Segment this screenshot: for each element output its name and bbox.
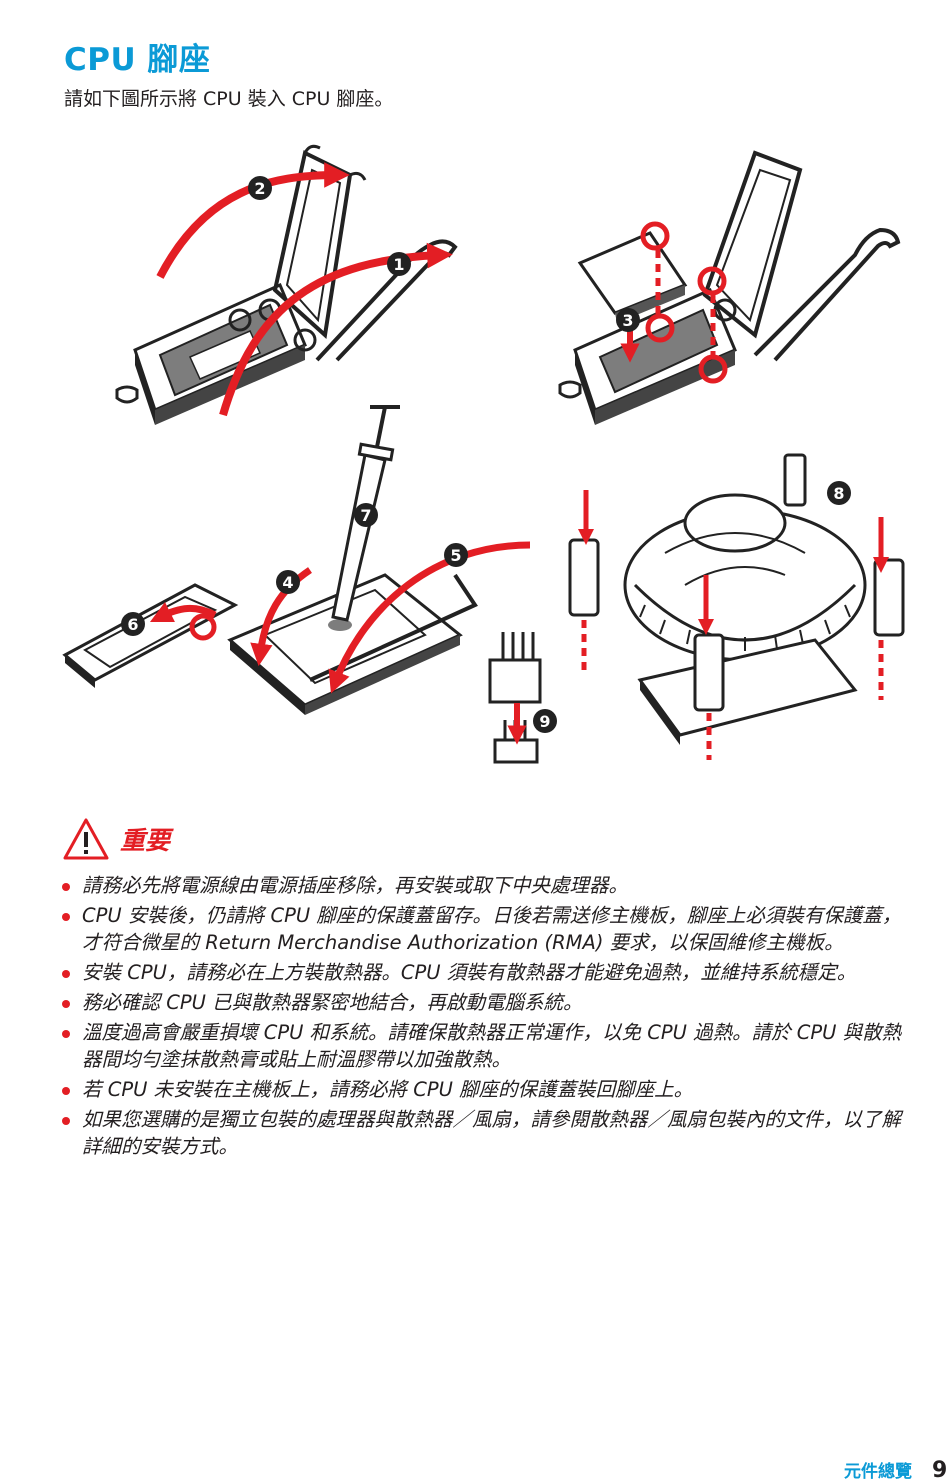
arrow-step-6 bbox=[149, 601, 217, 623]
page-title: CPU 腳座 bbox=[64, 42, 211, 78]
list-item: 安裝 CPU，請務必在上方裝散熱器。CPU 須裝有散熱器才能避免過熱，並維持系統… bbox=[62, 959, 912, 986]
socket-close-illustration bbox=[62, 405, 478, 715]
bullet-icon bbox=[62, 913, 70, 921]
important-heading: 重要 bbox=[62, 816, 170, 862]
svg-text:9: 9 bbox=[539, 712, 550, 731]
list-item: CPU 安裝後，仍請將 CPU 腳座的保護蓋留存。日後若需送修主機板，腳座上必須… bbox=[62, 902, 912, 956]
svg-text:4: 4 bbox=[282, 573, 293, 592]
step-badge-9: 9 bbox=[533, 709, 557, 733]
list-item: 溫度過高會嚴重損壞 CPU 和系統。請確保散熱器正常運作，以免 CPU 過熱。請… bbox=[62, 1019, 912, 1073]
cpu-installation-diagram: 1 2 3 4 5 6 7 8 9 bbox=[62, 144, 905, 764]
socket-open-illustration bbox=[115, 144, 458, 425]
important-label: 重要 bbox=[120, 826, 171, 855]
bullet-icon bbox=[62, 970, 70, 978]
list-item: 如果您選購的是獨立包裝的處理器與散熱器／風扇，請參閱散熱器／風扇包裝內的文件，以… bbox=[62, 1106, 912, 1160]
svg-text:5: 5 bbox=[450, 546, 461, 565]
step-badge-3: 3 bbox=[616, 308, 640, 332]
page-footer: 元件總覽 9 bbox=[844, 1457, 950, 1483]
footer-section-title: 元件總覽 bbox=[844, 1462, 912, 1482]
list-item: 若 CPU 未安裝在主機板上，請務必將 CPU 腳座的保護蓋裝回腳座上。 bbox=[62, 1076, 912, 1103]
step-badge-6: 6 bbox=[121, 612, 145, 636]
bullet-icon bbox=[62, 1117, 70, 1125]
bullet-icon bbox=[62, 1087, 70, 1095]
bullet-icon bbox=[62, 1030, 70, 1038]
svg-text:2: 2 bbox=[254, 179, 265, 198]
page-number: 9 bbox=[932, 1458, 948, 1483]
arrow-step-5 bbox=[328, 541, 531, 694]
warning-triangle-icon bbox=[63, 818, 109, 860]
cooler-illustration bbox=[568, 453, 905, 745]
svg-text:8: 8 bbox=[833, 484, 844, 503]
step-badge-4: 4 bbox=[276, 570, 300, 594]
alignment-markers bbox=[640, 221, 728, 384]
step-badge-5: 5 bbox=[444, 543, 468, 567]
svg-text:3: 3 bbox=[622, 311, 633, 330]
arrow-step-4 bbox=[250, 567, 312, 667]
bullet-icon bbox=[62, 883, 70, 891]
fan-connector-illustration bbox=[488, 632, 542, 764]
list-item: 請務必先將電源線由電源插座移除，再安裝或取下中央處理器。 bbox=[62, 872, 912, 899]
step-badge-1: 1 bbox=[387, 252, 411, 276]
important-notes-list: 請務必先將電源線由電源插座移除，再安裝或取下中央處理器。 CPU 安裝後，仍請將… bbox=[62, 872, 912, 1163]
cooler-markers bbox=[581, 620, 884, 760]
arrow-step-2 bbox=[156, 162, 350, 279]
cpu-placement-illustration bbox=[558, 150, 901, 425]
list-item: 務必確認 CPU 已與散熱器緊密地結合，再啟動電腦系統。 bbox=[62, 989, 912, 1016]
step-badge-8: 8 bbox=[827, 481, 851, 505]
step-badge-2: 2 bbox=[248, 176, 272, 200]
clip-marker bbox=[189, 613, 217, 641]
intro-text: 請如下圖所示將 CPU 裝入 CPU 腳座。 bbox=[64, 88, 394, 110]
svg-text:6: 6 bbox=[127, 615, 138, 634]
arrow-step-1 bbox=[219, 242, 453, 417]
step-badge-7: 7 bbox=[354, 503, 378, 527]
bullet-icon bbox=[62, 1000, 70, 1008]
svg-text:7: 7 bbox=[360, 506, 371, 525]
svg-text:1: 1 bbox=[393, 255, 404, 274]
